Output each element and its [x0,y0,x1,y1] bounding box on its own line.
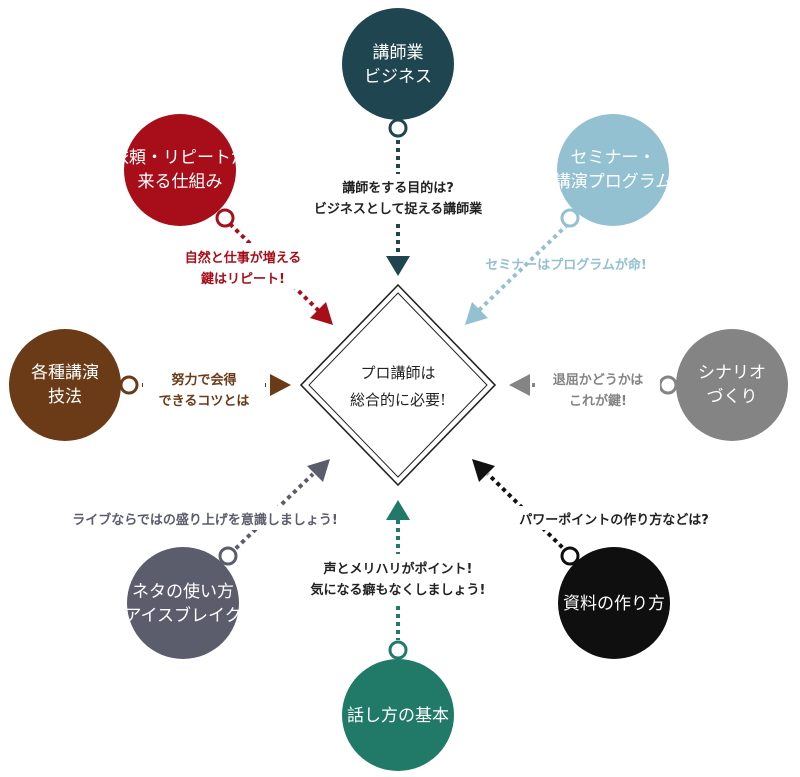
caption-repeat-line-2: 鍵はリピート! [201,271,285,287]
caption-materials-line-1: パワーポイントの作り方などは? [519,512,709,528]
node-speaking-line-1: 話し方の基本 [347,706,449,726]
node-repeat-line-1: 依頼・リピートが [112,148,248,168]
node-repeat-line-2: 来る仕組み [138,172,223,192]
node-scenario-line-2: づくり [707,387,758,407]
center-line-1: プロ講師は [360,364,435,382]
caption-techniques-line-1: 努力で会得 [171,372,236,388]
ring-speaking [388,640,408,660]
connector-repeat [228,222,322,314]
connector-seminar [473,222,570,316]
node-seminar-line-2: 講演プログラム [554,172,673,192]
node-business: 講師業 ビジネス 講師をする目的は? ビジネスとして捉える講師業 [314,8,483,276]
caption-scenario-line-1: 退屈かどうかは [553,373,643,388]
node-techniques-line-1: 各種講演 [31,363,99,383]
node-seminar-line-1: セミナー・ [571,148,656,168]
node-materials: 資料の作り方 パワーポイントの作り方などは? [472,459,730,659]
node-business-line-1: 講師業 [373,43,424,63]
center-diamond-outer [299,283,497,487]
ring-scenario [658,375,678,395]
arrow-techniques [270,374,291,396]
arrow-repeat [310,302,333,325]
arrow-business [386,256,410,276]
ring-business [388,118,408,138]
circle-icebreak [127,547,239,659]
circle-seminar [557,114,669,226]
caption-business-line-2: ビジネスとして捉える講師業 [314,201,483,217]
caption-seminar-line-1: セミナーはプログラムが命! [485,257,647,273]
caption-business-line-1: 講師をする目的は? [342,180,454,196]
circle-techniques [9,329,121,441]
caption-techniques-line-2: できるコツとは [159,394,250,409]
circle-materials [558,547,670,659]
circle-scenario [676,329,788,441]
node-materials-line-1: 資料の作り方 [563,594,665,614]
ring-techniques [119,375,139,395]
node-scenario: シナリオ づくり 退屈かどうかは これが鍵! [509,329,788,441]
caption-speaking-line-2: 気になる癖もなくしましょう! [311,582,486,598]
ring-repeat [215,208,235,228]
ring-icebreak [218,546,238,566]
ring-seminar [560,208,580,228]
circle-repeat [124,114,236,226]
caption-speaking-line-1: 声とメリハリがポイント! [323,561,473,577]
arrow-scenario [509,374,530,396]
caption-scenario-bg [538,365,660,411]
node-scenario-line-1: シナリオ [698,363,766,383]
circle-speaking [342,659,454,771]
caption-materials-bg [498,506,730,530]
node-icebreak-line-1: ネタの使い方 [132,581,234,602]
caption-icebreak-bg [55,506,355,530]
circle-business [342,8,454,120]
caption-repeat-bg [168,243,318,289]
arrow-icebreak [307,459,330,482]
ring-materials [560,546,580,566]
node-business-line-2: ビジネス [364,67,432,87]
center-line-2: 総合的に必要! [350,391,446,409]
node-icebreak: ネタの使い方 アイスブレイク ライブならではの盛り上げを意識しましょう! [55,459,355,659]
node-seminar: セミナー・ 講演プログラム セミナーはプログラムが命! [465,114,672,325]
caption-repeat-line-1: 自然と仕事が増える [185,250,302,266]
center-diamond: プロ講師は 総合的に必要! [299,283,497,487]
node-speaking: 話し方の基本 声とメリハリがポイント! 気になる癖もなくしましょう! [311,500,486,771]
caption-techniques-bg [143,365,265,411]
caption-scenario-line-2: これが鍵! [569,393,627,409]
node-techniques-line-2: 技法 [48,387,82,407]
node-repeat: 依頼・リピートが 来る仕組み 自然と仕事が増える 鍵はリピート! [112,114,333,325]
arrow-materials [472,459,495,482]
node-techniques: 各種講演 技法 努力で会得 できるコツとは [9,329,291,441]
arrow-seminar [465,302,488,325]
center-diamond-inner [308,292,488,478]
node-icebreak-line-2: アイスブレイク [124,605,241,626]
caption-icebreak-line-1: ライブならではの盛り上げを意識しましょう! [72,512,338,528]
arrow-speaking [386,500,410,520]
